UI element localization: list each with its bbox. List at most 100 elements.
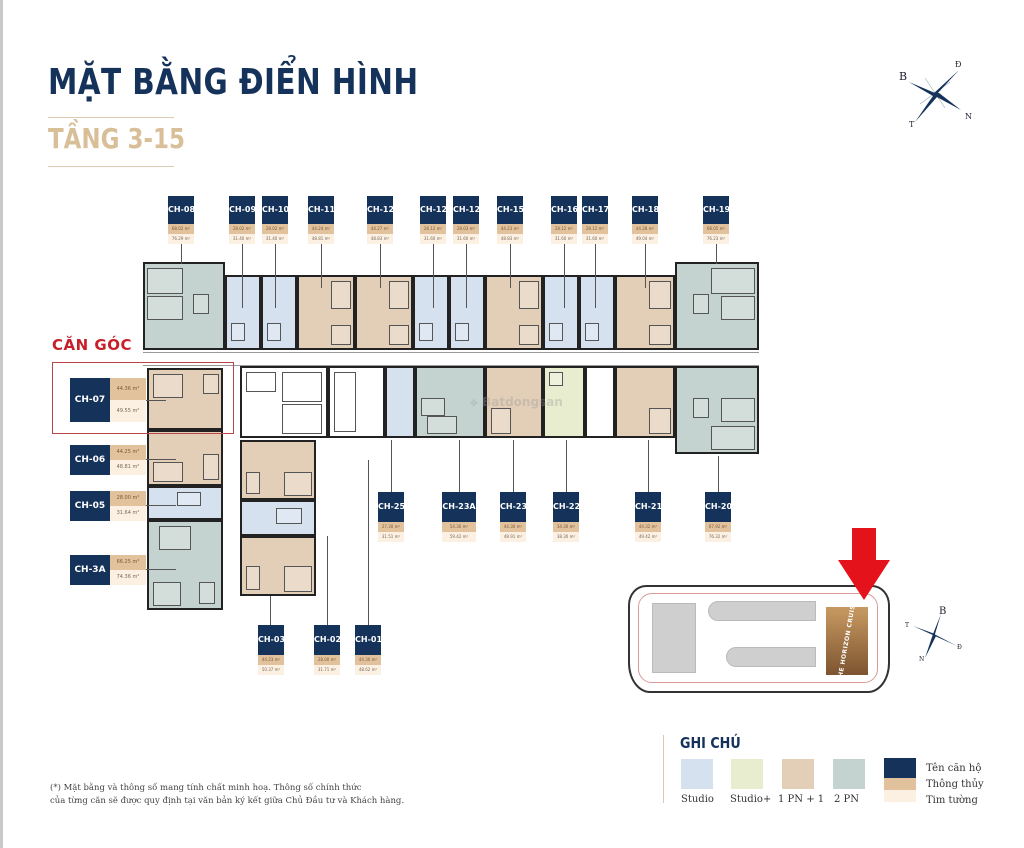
legend-label-studio: Studio (681, 794, 714, 805)
compass-north-label: B (939, 606, 947, 617)
legend-key-unit-name (884, 758, 916, 778)
unit-ch-10[interactable] (261, 275, 297, 350)
watermark: ⟡ Batdongsan (470, 395, 563, 409)
unit-ch-20[interactable] (675, 366, 759, 454)
unit-ch-19[interactable] (675, 262, 759, 350)
leader-line (146, 569, 176, 570)
leader-line (466, 244, 467, 308)
unit-ch-06[interactable] (147, 430, 223, 486)
unit-ch-23[interactable] (485, 366, 543, 438)
unit-ch-16[interactable] (543, 275, 579, 350)
unit-ch-3a[interactable] (147, 520, 223, 610)
leader-line (645, 244, 646, 288)
compass-east-label: Đ (955, 60, 962, 69)
page-edge-rule (0, 0, 3, 848)
compass-icon (909, 70, 961, 122)
legend-label-studio-plus: Studio+ (730, 794, 772, 805)
leader-line (513, 440, 514, 492)
the-horizon-cruise-building[interactable]: THE HORIZON CRUISE (826, 600, 868, 682)
unit-ch-15[interactable] (485, 275, 543, 350)
unit-ch-12a[interactable] (413, 275, 449, 350)
corridor (143, 352, 759, 366)
site-building-upper (708, 601, 816, 621)
site-building-tower (652, 603, 696, 673)
unit-ch-11[interactable] (297, 275, 355, 350)
compass-rose-main: B Đ N T (895, 60, 975, 130)
legend-key-thong-thuy (884, 778, 916, 790)
legend-rule (663, 735, 664, 803)
site-inner-boundary (638, 593, 878, 683)
unit-ch-22[interactable] (543, 366, 585, 438)
unit-ch-05[interactable] (147, 486, 223, 520)
legend-swatch-1pn1 (782, 759, 814, 789)
unit-ch-02[interactable] (240, 500, 316, 536)
leader-line (718, 456, 719, 492)
unit-ch-07[interactable] (147, 368, 223, 430)
subtitle-rule-bottom (48, 166, 174, 167)
subtitle-rule-top (48, 117, 174, 118)
elevator-core (240, 366, 328, 438)
unit-ch-23a[interactable] (415, 366, 485, 438)
unit-ch-12[interactable] (355, 275, 413, 350)
unit-ch-09[interactable] (225, 275, 261, 350)
leader-line (275, 244, 276, 308)
footnote: (*) Mặt bằng và thông số mang tính chất … (50, 782, 430, 808)
unit-ch-08[interactable] (143, 262, 225, 350)
unit-ch-25[interactable] (385, 366, 415, 438)
compass-north-label: B (899, 70, 908, 83)
leader-line (595, 244, 596, 308)
page-title: MẶT BẰNG ĐIỂN HÌNH (48, 62, 419, 103)
site-plan: THE HORIZON CRUISE (628, 585, 890, 693)
compass-west-label: T (905, 622, 910, 629)
leader-line (433, 244, 434, 308)
leader-line (242, 244, 243, 308)
leader-line (510, 244, 511, 288)
legend-label-unit-name: Tên căn hộ (926, 763, 982, 774)
legend-swatch-2pn (833, 759, 865, 789)
leader-line (566, 440, 567, 492)
unit-ch-17[interactable] (579, 275, 615, 350)
compass-icon (913, 614, 957, 658)
legend-swatch-studio-plus (731, 759, 763, 789)
unit-ch-03[interactable] (240, 440, 316, 500)
footnote-line-2: của từng căn sẽ được quy định tại văn bả… (50, 796, 405, 806)
legend-title: GHI CHÚ (680, 734, 741, 752)
leader-line (368, 460, 369, 626)
unit-ch-12b[interactable] (449, 275, 485, 350)
leader-line (380, 244, 381, 288)
leader-line (321, 244, 322, 288)
compass-east-label: Đ (957, 644, 962, 651)
leader-line (146, 459, 176, 460)
leader-line (459, 440, 460, 492)
unit-ch-21[interactable] (615, 366, 675, 438)
leader-line (146, 505, 176, 506)
unit-ch-01[interactable] (240, 536, 316, 596)
location-arrow-icon (838, 528, 890, 600)
leader-line (146, 400, 166, 401)
